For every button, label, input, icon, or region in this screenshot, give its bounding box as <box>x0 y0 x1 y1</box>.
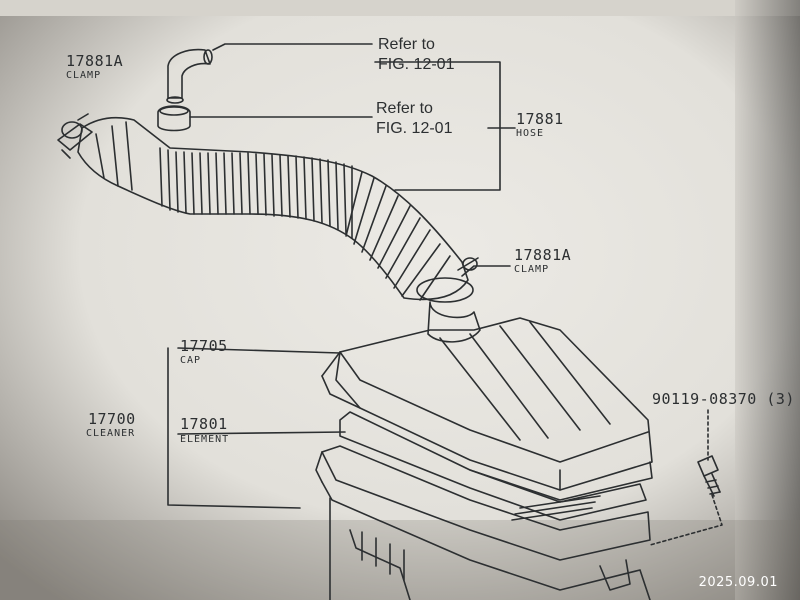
callout-lines <box>167 43 723 546</box>
hose-icon <box>77 116 474 303</box>
air-cleaner-case-icon <box>315 445 651 600</box>
clamp-mid-part-name: CLAMP <box>514 264 550 275</box>
cleaner-part-name: CLEANER <box>86 428 136 439</box>
refer-to-text-1: Refer to <box>378 36 435 53</box>
element-part-number: 17801 <box>180 415 228 433</box>
figure-reference-1: FIG. 12-01 <box>378 56 455 73</box>
elbow-pipe-icon <box>157 48 213 132</box>
refer-to-text-2: Refer to <box>376 100 433 117</box>
hose-part-name: HOSE <box>516 128 545 139</box>
filter-element-icon <box>339 411 647 521</box>
clamp-top-part-name: CLAMP <box>66 70 102 81</box>
photo-date-stamp: 2025.09.01 <box>698 575 778 590</box>
clamp-icon <box>457 257 479 277</box>
bolt-part-number: 90119-08370 (3) <box>652 390 795 408</box>
hose-part-number: 17881 <box>516 110 564 128</box>
clamp-top-part-number: 17881A <box>66 52 124 70</box>
air-cleaner-cap-icon <box>321 301 653 501</box>
bolt-icon <box>697 455 721 497</box>
clamp-icon <box>57 113 93 159</box>
cap-part-name: CAP <box>180 355 202 366</box>
cap-part-number: 17705 <box>180 337 228 355</box>
element-part-name: ELEMENT <box>180 434 230 445</box>
clamp-mid-part-number: 17881A <box>514 246 572 264</box>
figure-reference-2: FIG. 12-01 <box>376 120 453 137</box>
cleaner-part-number: 17700 <box>88 410 136 428</box>
